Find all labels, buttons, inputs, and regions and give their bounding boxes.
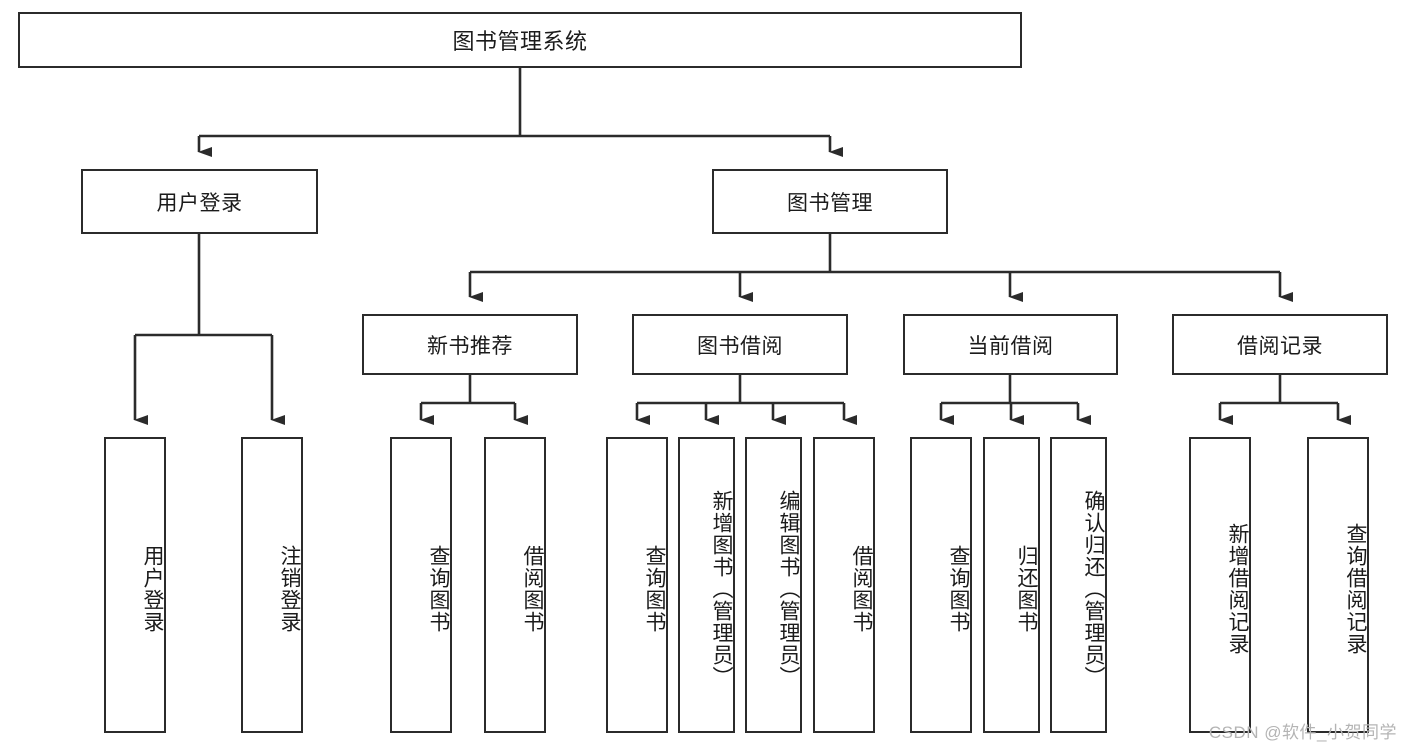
leaf-user-login-label: 用户登录	[141, 545, 164, 633]
leaf-borrow-book-label: 借阅图书	[850, 545, 873, 633]
node-book-management[interactable]: 图书管理	[712, 169, 948, 234]
node-user-login-label: 用户登录	[156, 191, 243, 215]
leaf-query-book-borrow-label: 查询图书	[643, 545, 666, 633]
node-new-book-recommend-label: 新书推荐	[427, 334, 513, 358]
leaf-confirm-return-admin[interactable]: 确认归还（管理员）	[1050, 437, 1107, 733]
leaf-query-book-borrow[interactable]: 查询图书	[606, 437, 668, 733]
leaf-query-book-current-label: 查询图书	[947, 545, 970, 633]
leaf-borrow-book-recommend-label: 借阅图书	[521, 545, 544, 633]
node-root[interactable]: 图书管理系统	[18, 12, 1022, 68]
leaf-add-book-admin[interactable]: 新增图书（管理员）	[678, 437, 735, 733]
node-new-book-recommend[interactable]: 新书推荐	[362, 314, 578, 375]
leaf-confirm-return-admin-label: 确认归还（管理员）	[1082, 490, 1105, 688]
leaf-return-book[interactable]: 归还图书	[983, 437, 1040, 733]
node-user-login[interactable]: 用户登录	[81, 169, 318, 234]
leaf-add-borrow-record[interactable]: 新增借阅记录	[1189, 437, 1251, 733]
leaf-return-book-label: 归还图书	[1015, 545, 1038, 633]
leaf-user-login[interactable]: 用户登录	[104, 437, 166, 733]
leaf-query-book-recommend-label: 查询图书	[427, 545, 450, 633]
leaf-edit-book-admin[interactable]: 编辑图书（管理员）	[745, 437, 802, 733]
leaf-borrow-book-recommend[interactable]: 借阅图书	[484, 437, 546, 733]
node-current-borrow[interactable]: 当前借阅	[903, 314, 1118, 375]
leaf-edit-book-admin-label: 编辑图书（管理员）	[777, 490, 800, 688]
leaf-add-book-admin-label: 新增图书（管理员）	[710, 490, 733, 688]
leaf-add-borrow-record-label: 新增借阅记录	[1226, 523, 1249, 655]
node-borrow-record[interactable]: 借阅记录	[1172, 314, 1388, 375]
node-book-borrow[interactable]: 图书借阅	[632, 314, 848, 375]
leaf-borrow-book[interactable]: 借阅图书	[813, 437, 875, 733]
watermark: CSDN @软件_小贺同学	[1208, 723, 1397, 742]
leaf-query-book-current[interactable]: 查询图书	[910, 437, 972, 733]
node-borrow-record-label: 借阅记录	[1237, 334, 1323, 358]
node-root-label: 图书管理系统	[452, 29, 588, 54]
leaf-query-borrow-record-label: 查询借阅记录	[1344, 523, 1367, 655]
node-current-borrow-label: 当前借阅	[967, 334, 1054, 358]
leaf-user-logout[interactable]: 注销登录	[241, 437, 303, 733]
node-book-borrow-label: 图书借阅	[697, 334, 783, 358]
leaf-query-book-recommend[interactable]: 查询图书	[390, 437, 452, 733]
node-book-management-label: 图书管理	[787, 191, 873, 215]
leaf-user-logout-label: 注销登录	[278, 545, 301, 633]
leaf-query-borrow-record[interactable]: 查询借阅记录	[1307, 437, 1369, 733]
